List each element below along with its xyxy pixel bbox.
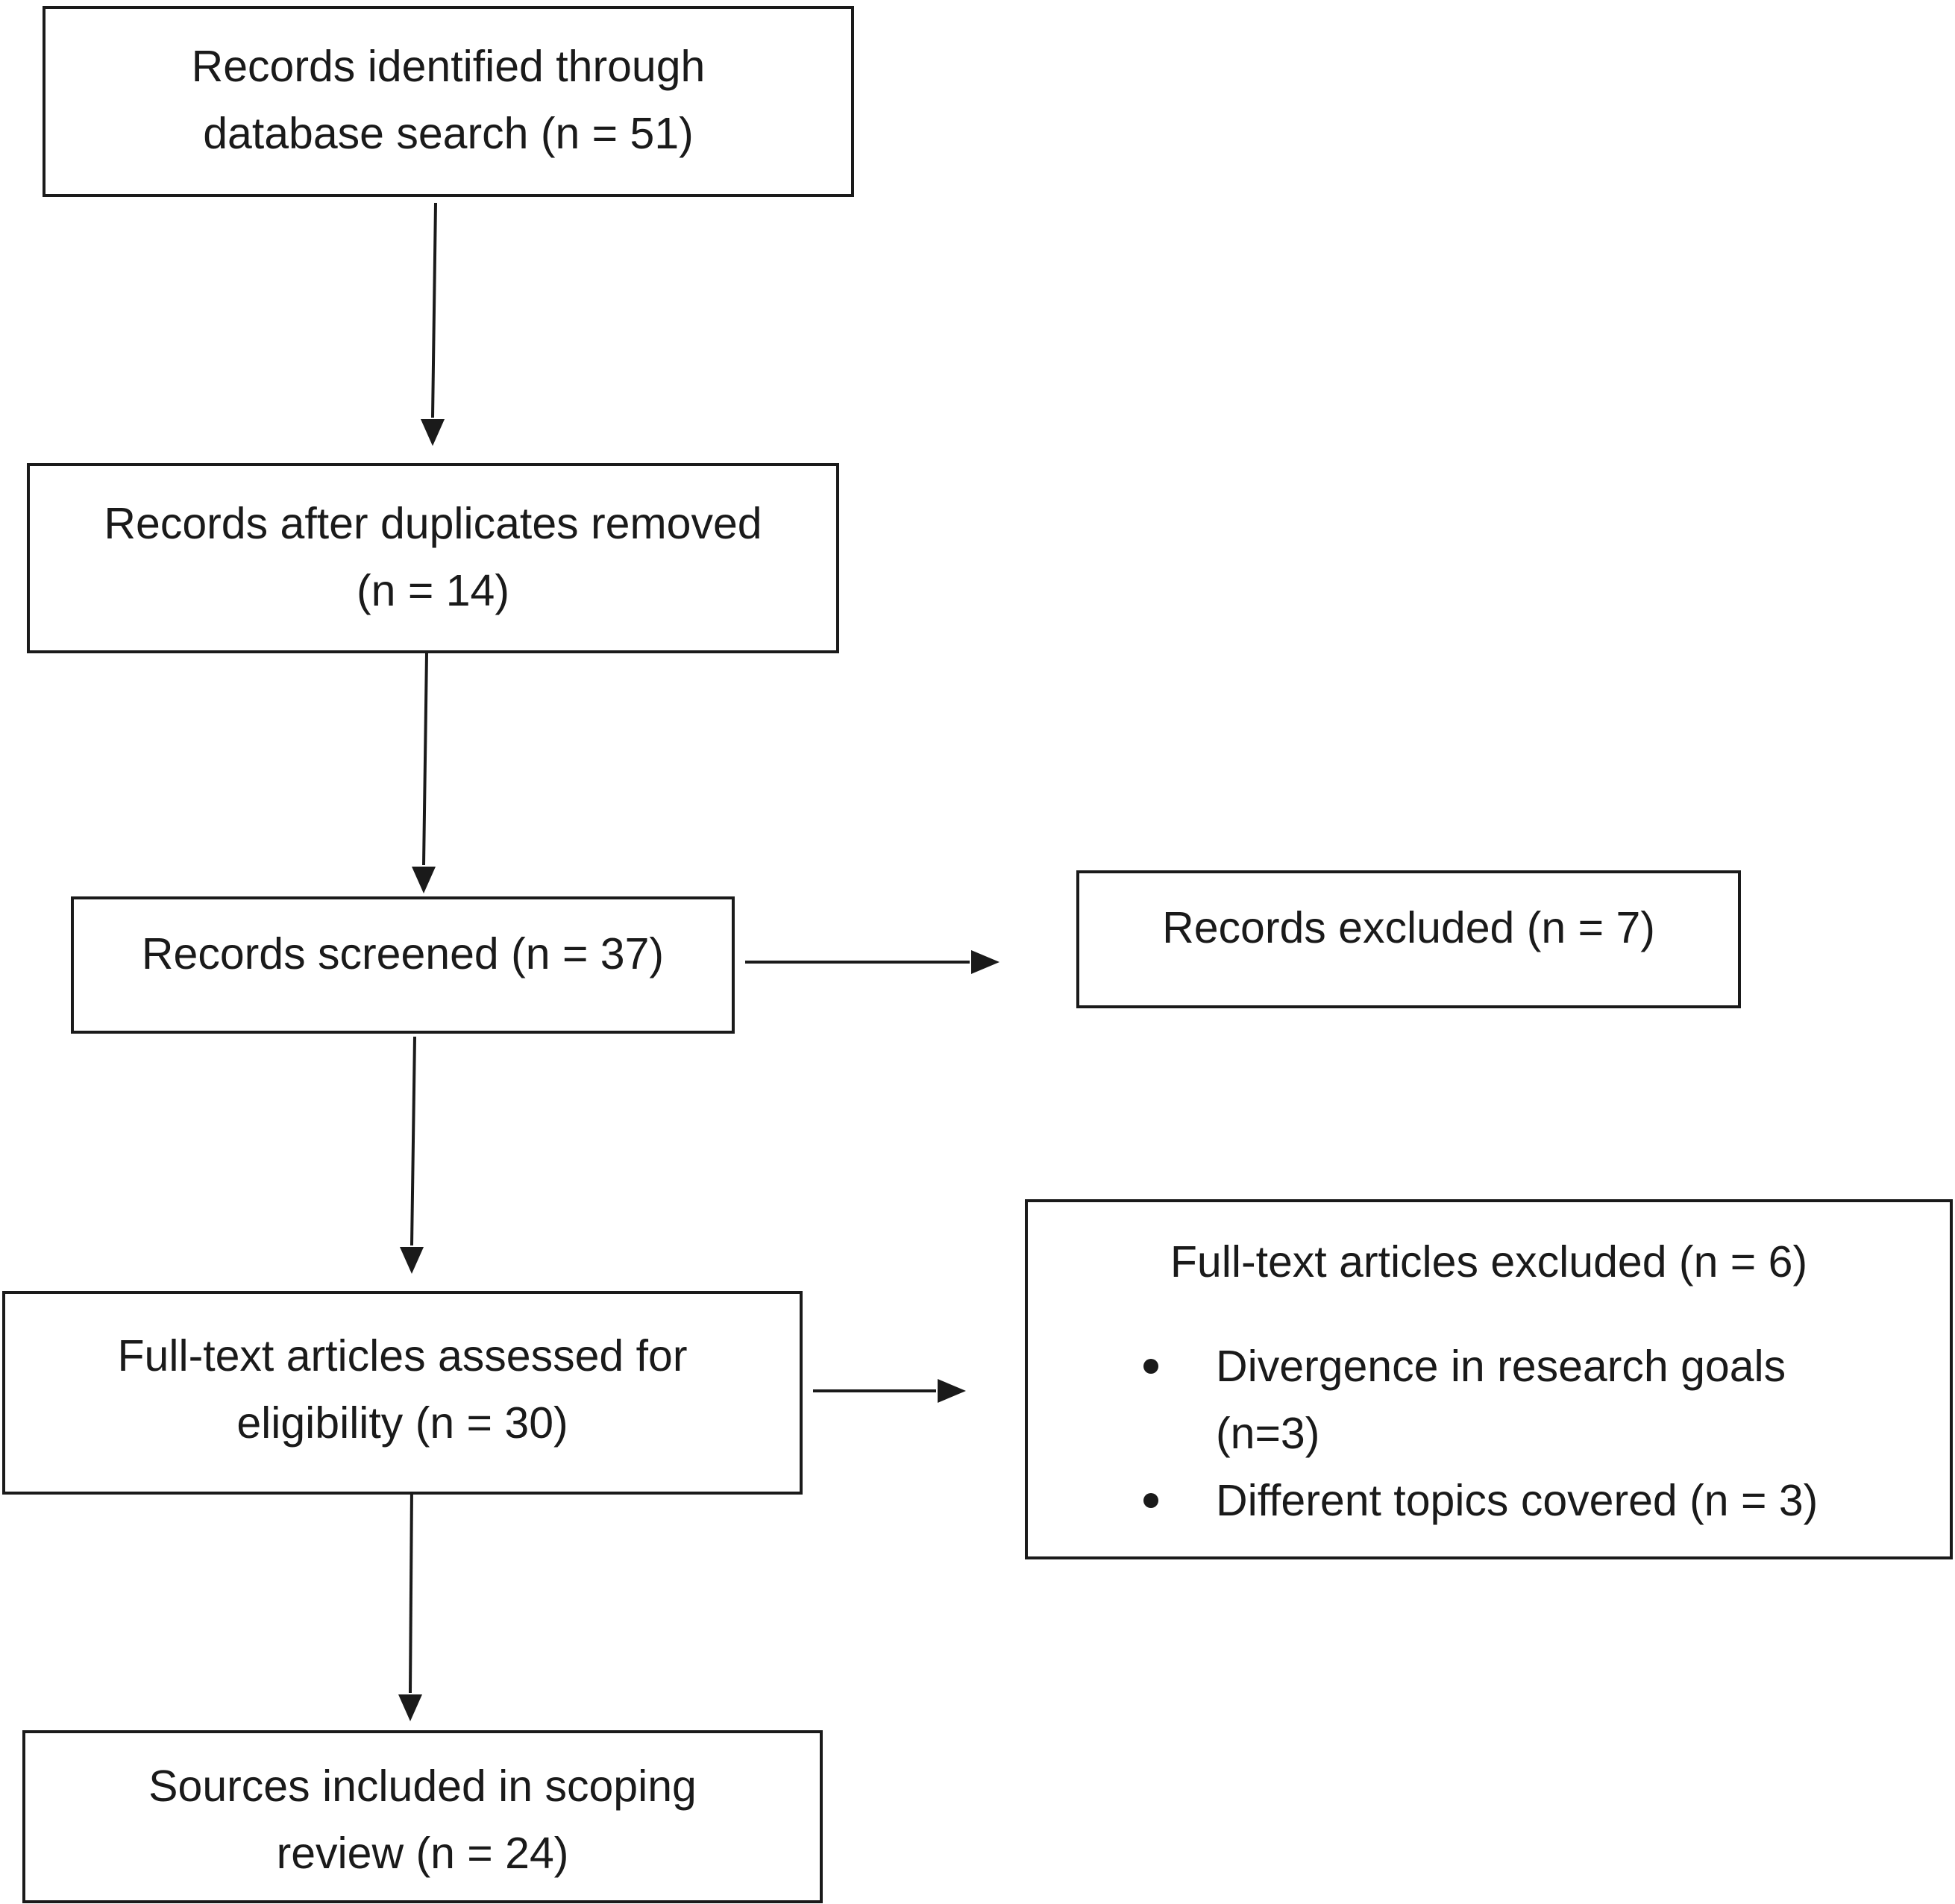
duplicates-removed-box: Records after duplicates removed (n = 14… <box>27 463 839 653</box>
records-identified-line1: Records identified through <box>191 42 706 91</box>
full-text-excluded-box: Full-text articles excluded (n = 6) Dive… <box>1025 1199 1953 1559</box>
arrowhead-5 <box>971 950 1000 974</box>
arrow-identified-to-deduplicated <box>431 202 437 418</box>
full-text-assessed-line1: Full-text articles assessed for <box>117 1331 688 1380</box>
arrowhead-1 <box>421 419 445 446</box>
arrowhead-3 <box>400 1247 424 1274</box>
full-text-assessed-line2: eligibility (n = 30) <box>236 1398 568 1448</box>
records-excluded-box: Records excluded (n = 7) <box>1076 870 1741 1008</box>
full-text-excluded-heading: Full-text articles excluded (n = 6) <box>1170 1237 1808 1286</box>
arrow-screened-to-fulltext <box>410 1036 416 1246</box>
records-screened-box: Records screened (n = 37) <box>71 896 735 1034</box>
exclusion-reason-item: Divergence in research goals (n=3) <box>1143 1333 1950 1467</box>
exclusion-reason-line1: Divergence in research goals <box>1216 1342 1786 1391</box>
full-text-assessed-box: Full-text articles assessed for eligibil… <box>2 1291 803 1495</box>
duplicates-removed-line2: (n = 14) <box>357 566 509 615</box>
exclusion-reasons-list: Divergence in research goals (n=3) Diffe… <box>1028 1333 1950 1534</box>
exclusion-reason-line2: (n=3) <box>1216 1409 1320 1458</box>
exclusion-reason-line1: Different topics covered (n = 3) <box>1216 1476 1819 1525</box>
duplicates-removed-line1: Records after duplicates removed <box>104 499 762 548</box>
arrow-deduplicated-to-screened <box>422 653 428 866</box>
arrowhead-4 <box>398 1694 422 1721</box>
arrow-fulltext-to-included <box>409 1486 413 1694</box>
records-excluded-label: Records excluded (n = 7) <box>1162 903 1655 952</box>
records-identified-line2: database search (n = 51) <box>203 109 694 158</box>
sources-included-line1: Sources included in scoping <box>148 1762 697 1811</box>
bullet-icon <box>1143 1493 1158 1508</box>
sources-included-line2: review (n = 24) <box>276 1829 569 1878</box>
bullet-icon <box>1143 1359 1158 1374</box>
exclusion-reason-item: Different topics covered (n = 3) <box>1143 1467 1950 1534</box>
records-screened-label: Records screened (n = 37) <box>141 929 665 978</box>
arrowhead-6 <box>938 1379 966 1403</box>
records-identified-box: Records identified through database sear… <box>43 6 854 197</box>
sources-included-box: Sources included in scoping review (n = … <box>22 1730 823 1903</box>
arrowhead-2 <box>412 867 436 893</box>
